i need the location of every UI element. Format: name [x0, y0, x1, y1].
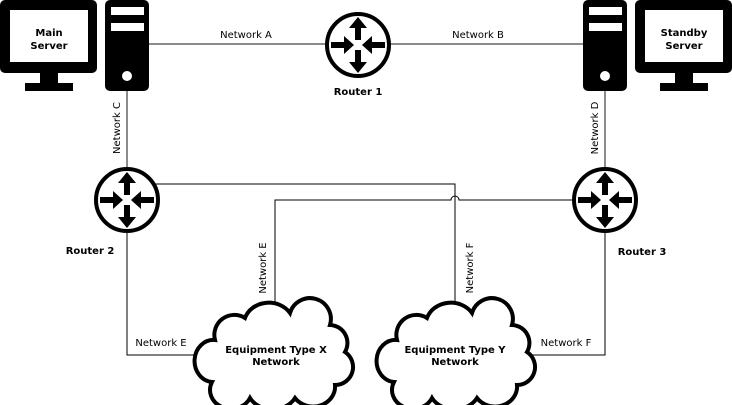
- cloud-x-label-2: Network: [252, 357, 300, 368]
- cloud-x-label-1: Equipment Type X: [225, 345, 327, 356]
- router-1-label: Router 1: [334, 87, 383, 98]
- main-server-label-1: Main: [35, 28, 62, 39]
- network-f-vertical-label: Network F: [465, 242, 476, 293]
- network-f-horizontal-label: Network F: [541, 338, 592, 349]
- link-cloud-x-router3: [274, 195, 575, 312]
- router-3-label: Router 3: [618, 247, 667, 258]
- main-server-label-2: Server: [30, 41, 67, 52]
- router-1-icon: [325, 12, 391, 78]
- router-2-icon: [94, 167, 160, 233]
- standby-server-label-1: Standby: [661, 28, 708, 39]
- main-server-tower-icon: [105, 0, 149, 91]
- link-router2-cloud-y: [155, 183, 456, 312]
- standby-server-tower-icon: [583, 0, 627, 91]
- network-e-vertical-label: Network E: [258, 242, 269, 293]
- cloud-y-label-2: Network: [431, 357, 479, 368]
- network-d-label: Network D: [590, 101, 601, 154]
- network-a-label: Network A: [220, 30, 272, 41]
- cloud-y-label-1: Equipment Type Y: [404, 345, 506, 356]
- link-network-e: [126, 230, 205, 356]
- link-network-f: [528, 232, 606, 356]
- router-3-icon: [572, 167, 638, 233]
- standby-server-label-2: Server: [665, 41, 702, 52]
- network-b-label: Network B: [452, 30, 504, 41]
- network-c-label: Network C: [112, 102, 123, 154]
- router-2-label: Router 2: [66, 246, 115, 257]
- network-e-horizontal-label: Network E: [135, 338, 186, 349]
